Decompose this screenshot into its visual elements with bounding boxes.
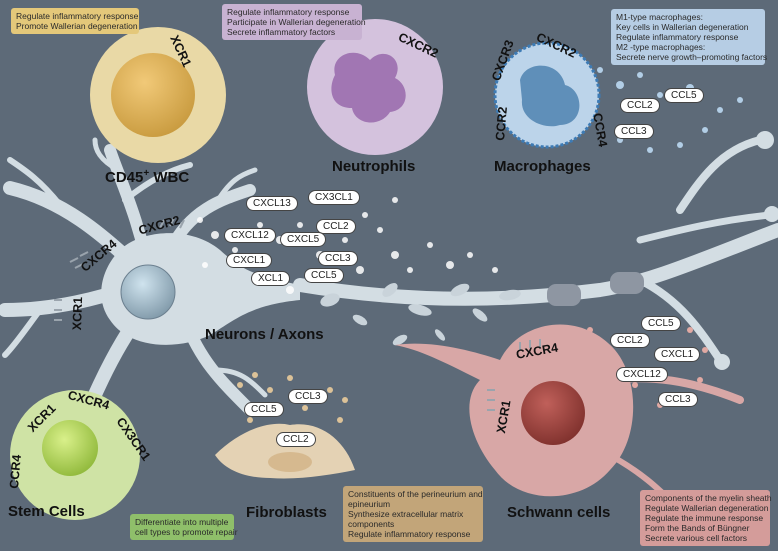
neutrophil-cell — [307, 19, 443, 155]
wbc-function-2: Promote Wallerian degeneration — [16, 21, 138, 31]
schwann-function-2: Regulate Wallerian degeneration — [645, 503, 769, 513]
neuron-ligand-cxcl13: CXCL13 — [246, 196, 298, 211]
wbc-label-suffix: WBC — [149, 169, 190, 186]
stem-function-1: Differentiate into multiple — [135, 517, 229, 527]
fibroblast-label: Fibroblasts — [246, 504, 327, 521]
neutrophil-label: Neutrophils — [332, 158, 416, 175]
schwann-function-1: Components of the myelin sheath — [645, 493, 772, 503]
wbc-function-box: Regulate inflammatory response Promote W… — [11, 8, 139, 34]
stem-label: Stem Cells — [8, 503, 85, 520]
fibroblast-function-4: components — [348, 519, 395, 529]
schwann-function-5: Secrete various cell factors — [645, 533, 748, 543]
macrophage-function-3: Regulate inflammatory response — [616, 32, 739, 42]
axon — [293, 131, 778, 370]
neutrophil-function-2: Participate in Wallerian degeneration — [227, 17, 366, 27]
neuron-receptor-xcr1: XCR1 — [70, 296, 86, 331]
wbc-function-1: Regulate inflammatory response — [16, 11, 139, 21]
fibroblast-function-5: Regulate inflammatory response — [348, 529, 471, 539]
schwann-ligand-ccl3: CCL3 — [658, 392, 698, 407]
macrophage-receptor-ccr2: CCR2 — [493, 106, 510, 142]
schwann-ligand-cxcl1: CXCL1 — [654, 347, 701, 362]
macrophage-cell — [493, 41, 601, 149]
neuron-cell — [0, 137, 300, 437]
macrophage-function-1: M1-type macrophages: — [616, 12, 703, 22]
neuron-ligand-cxcl5: CXCL5 — [280, 232, 327, 247]
neuron-ligand-cxcl12: CXCL12 — [224, 228, 276, 243]
neutrophil-function-3: Secrete inflammatory factors — [227, 27, 336, 37]
schwann-label: Schwann cells — [507, 504, 611, 521]
schwann-function-4: Form the Bands of Büngner — [645, 523, 750, 533]
stem-receptor-ccr4: CCR4 — [7, 454, 24, 490]
schwann-ligand-ccl2: CCL2 — [610, 333, 650, 348]
macrophage-function-4: M2 -type macrophages: — [616, 42, 706, 52]
neuron-ligand-ccl2: CCL2 — [316, 219, 356, 234]
macrophage-label: Macrophages — [494, 158, 591, 175]
macrophage-function-5: Secrete nerve growth–promoting factors — [616, 52, 768, 62]
neuron-ligand-xcl1: XCL1 — [251, 271, 291, 286]
stem-function-box: Differentiate into multiple cell types t… — [130, 514, 238, 540]
neutrophil-function-1: Regulate inflammatory response — [227, 7, 350, 17]
macrophage-ligand-ccl3: CCL3 — [614, 124, 654, 139]
secreted-dots-macrophage — [597, 67, 743, 153]
fibroblast-function-box: Constituents of the perineurium and epin… — [343, 486, 483, 542]
neuron-ligand-ccl3: CCL3 — [318, 251, 358, 266]
fibroblast-ligand-ccl5: CCL5 — [244, 402, 284, 417]
receptor-markers — [54, 217, 541, 411]
stem-function-2: cell types to promote repair — [135, 527, 238, 537]
wbc-label-text: CD45 — [105, 169, 144, 186]
fibroblast-function-1: Constituents of the perineurium and — [348, 489, 483, 499]
macrophage-ligand-ccl5: CCL5 — [664, 88, 704, 103]
neuron-ligand-cxcl1: CXCL1 — [226, 253, 273, 268]
secreted-dots-fibroblast — [237, 372, 348, 448]
fibroblast-function-2: epineurium — [348, 499, 391, 509]
wbc-label: CD45+ WBC — [105, 168, 189, 186]
macrophage-function-2: Key cells in Wallerian degeneration — [616, 22, 749, 32]
fibroblast-ligand-ccl2: CCL2 — [276, 432, 316, 447]
neutrophil-function-box: Regulate inflammatory response Participa… — [222, 4, 366, 40]
fibroblast-ligand-ccl3: CCL3 — [288, 389, 328, 404]
macrophage-function-box: M1-type macrophages: Key cells in Waller… — [611, 9, 768, 65]
stem-cell — [10, 390, 140, 520]
neuron-ligand-cx3cl1: CX3CL1 — [308, 190, 360, 205]
neuron-ligand-ccl5: CCL5 — [304, 268, 344, 283]
fibroblast-cell — [215, 423, 355, 479]
wbc-label-sup: + — [143, 168, 150, 179]
schwann-function-3: Regulate the immune response — [645, 513, 764, 523]
wbc-cell — [90, 27, 226, 163]
schwann-function-box: Components of the myelin sheath Regulate… — [640, 490, 772, 546]
schwann-ligand-ccl5: CCL5 — [641, 316, 681, 331]
fibroblast-function-3: Synthesize extracellular matrix — [348, 509, 464, 519]
macrophage-ligand-ccl2: CCL2 — [620, 98, 660, 113]
neuron-label: Neurons / Axons — [205, 326, 324, 343]
axon-debris — [320, 283, 521, 346]
schwann-ligand-cxcl12: CXCL12 — [616, 367, 668, 382]
